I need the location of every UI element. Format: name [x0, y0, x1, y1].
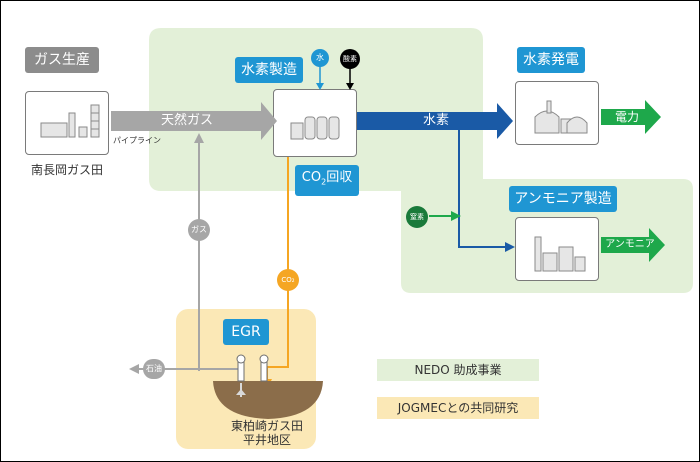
power-plant-facility [515, 81, 599, 145]
hydrogen-plant-icon [290, 116, 340, 140]
production-arrowhead [236, 389, 246, 395]
hydrogen-branch-line [458, 121, 507, 248]
legend-nedo: NEDO 助成事業 [377, 359, 539, 381]
hydrogen-branch-arrowhead [505, 242, 515, 252]
natural-gas-text: 天然ガス [160, 113, 213, 128]
ammonia-text: アンモニア [605, 239, 655, 250]
gas-field-icon [40, 104, 100, 138]
egr-field-caption: 東柏崎ガス田 平井地区 [207, 419, 327, 447]
co2-capture-sub: 2 [321, 177, 327, 187]
nitrogen-arrowhead [451, 211, 461, 221]
gas-production-label: ガス生産 [25, 47, 99, 73]
co2-capture-prefix: CO [301, 170, 322, 185]
pipeline-text: パイプライン [113, 136, 161, 145]
oil-badge: 石油 [143, 359, 165, 379]
egr-label: EGR [223, 319, 269, 345]
gas-return-arrowhead [194, 133, 204, 143]
electricity-text: 電力 [614, 110, 639, 124]
natural-gas-arrow [111, 102, 277, 140]
hydrogen-arrow [357, 103, 513, 139]
electricity-arrow [601, 100, 661, 134]
hydrogen-text: 水素 [422, 113, 449, 128]
gas-badge: ガス [188, 219, 210, 241]
ammonia-output-arrow [601, 228, 665, 262]
co2-badge: CO₂ [277, 269, 299, 291]
oxygen-arrowhead [346, 83, 354, 90]
well-icons [236, 354, 269, 382]
nitrogen-badge: 窒素 [406, 206, 428, 228]
oil-arrowhead [129, 364, 139, 374]
legend-jogmec: JOGMECとの共同研究 [377, 397, 539, 419]
ammonia-plant-icon [534, 236, 586, 272]
co2-capture-suffix: 回収 [326, 170, 353, 185]
hydrogen-power-label: 水素発電 [517, 47, 585, 73]
source-field-caption: 南長岡ガス田 [30, 163, 103, 177]
ammonia-production-label: アンモニア製造 [509, 186, 617, 212]
water-badge: 水 [311, 49, 329, 67]
water-arrowhead [316, 83, 324, 90]
hydrogen-production-label: 水素製造 [235, 57, 303, 83]
egr-field-line2: 平井地区 [242, 433, 291, 447]
egr-field-line1: 東柏崎ガス田 [230, 419, 303, 433]
co2-capture-label: CO2回収 [295, 165, 359, 196]
hydrogen-plant-facility [273, 89, 357, 157]
power-plant-icon [534, 100, 588, 134]
oxygen-badge: 酸素 [340, 49, 360, 69]
reservoir-ground [213, 381, 323, 419]
